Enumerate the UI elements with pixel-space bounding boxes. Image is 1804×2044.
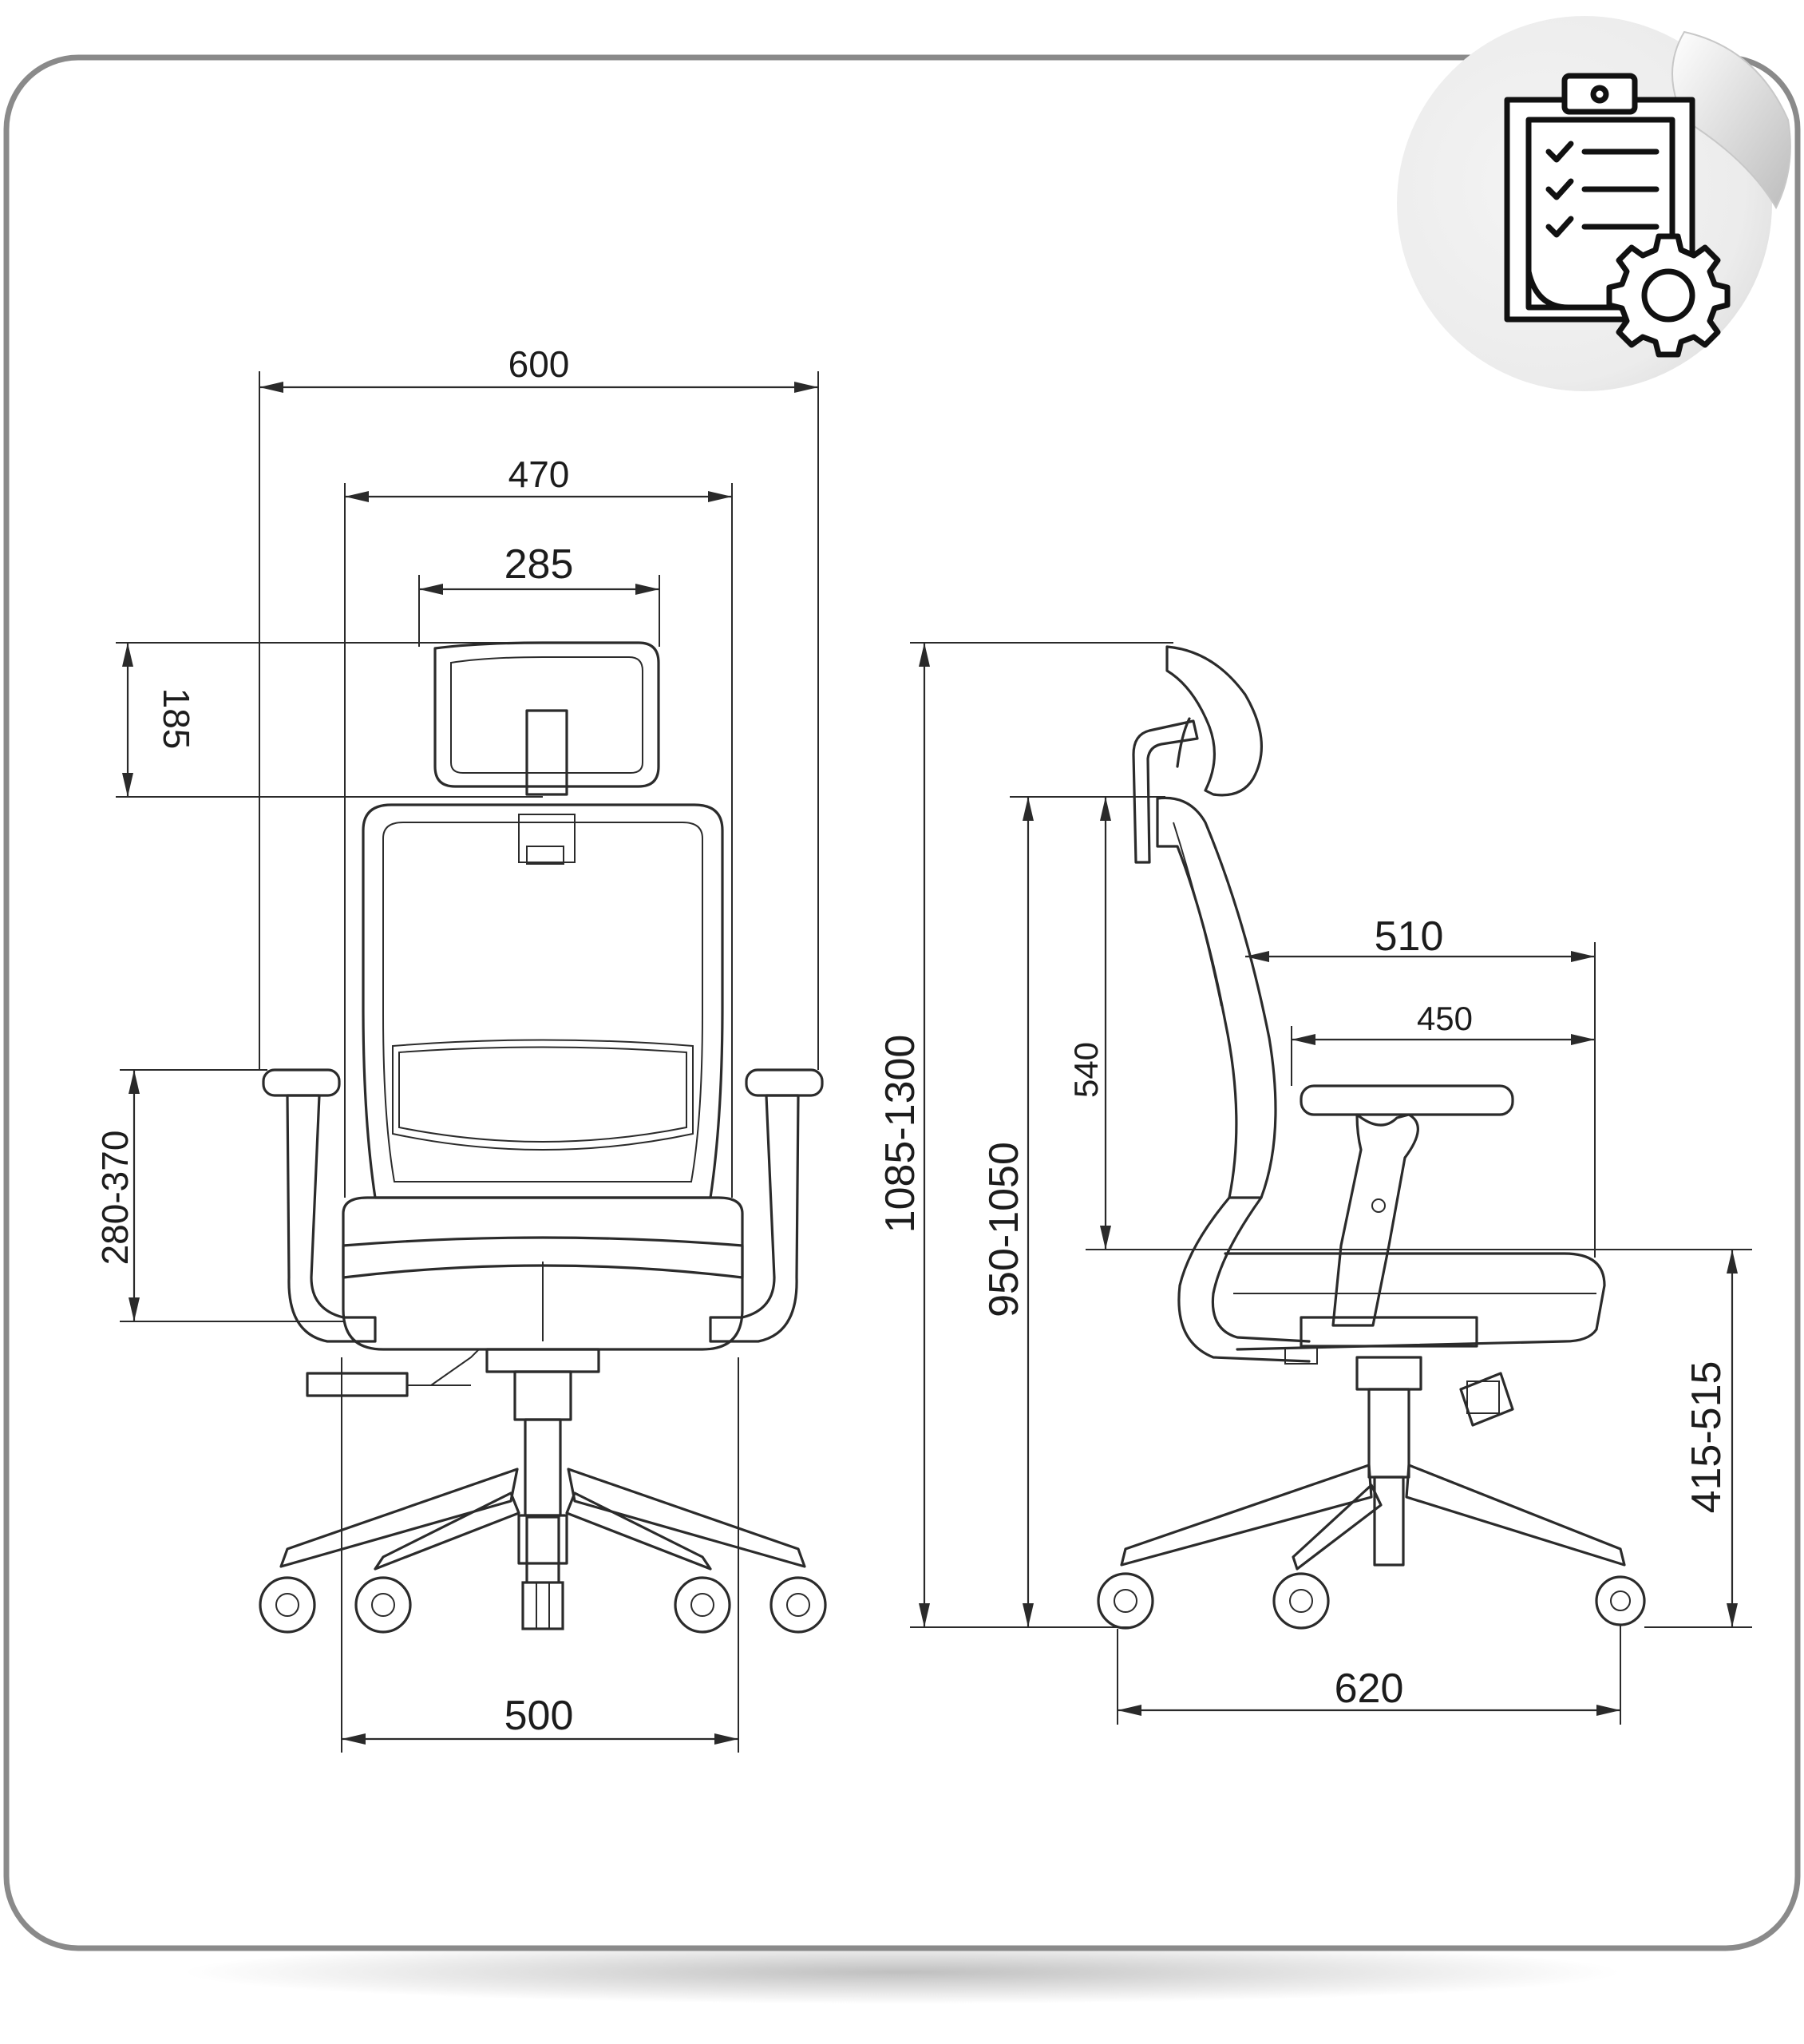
label-seat-height: 415-515 — [1683, 1361, 1730, 1514]
label-base-width: 500 — [504, 1693, 574, 1739]
label-front-width-overall: 600 — [508, 343, 570, 385]
label-armrest-height: 280-370 — [94, 1131, 136, 1266]
dimension-labels: 600 470 285 185 280-370 500 1085-1300 95… — [94, 343, 1730, 1739]
side-view-chair — [1097, 645, 1646, 1630]
side-seat — [1224, 1252, 1606, 1351]
front-headrest — [433, 641, 660, 788]
label-base-depth: 620 — [1335, 1666, 1404, 1712]
label-total-height: 1085-1300 — [877, 1035, 924, 1234]
front-seat — [342, 1236, 744, 1351]
label-headrest-height: 185 — [156, 688, 197, 750]
frame-shadow — [184, 1940, 1620, 2004]
side-wheels — [1097, 1572, 1646, 1630]
side-backrest — [1156, 796, 1277, 1199]
label-armrest-depth: 450 — [1417, 1000, 1473, 1037]
front-backrest — [362, 803, 724, 1199]
card-frame — [3, 54, 1801, 1951]
label-front-width-back: 470 — [508, 454, 570, 495]
dimension-lines — [116, 371, 1752, 1753]
front-view-chair — [259, 641, 827, 1634]
label-backrest-height: 540 — [1067, 1042, 1105, 1098]
label-seat-depth: 510 — [1375, 913, 1444, 960]
side-headrest — [1165, 645, 1263, 797]
label-front-width-headrest: 285 — [504, 541, 574, 588]
label-back-height: 950-1050 — [981, 1142, 1027, 1317]
spec-badge — [1397, 16, 1791, 391]
clipboard-checklist-gear-icon — [1504, 73, 1731, 358]
front-wheels — [259, 1576, 827, 1634]
